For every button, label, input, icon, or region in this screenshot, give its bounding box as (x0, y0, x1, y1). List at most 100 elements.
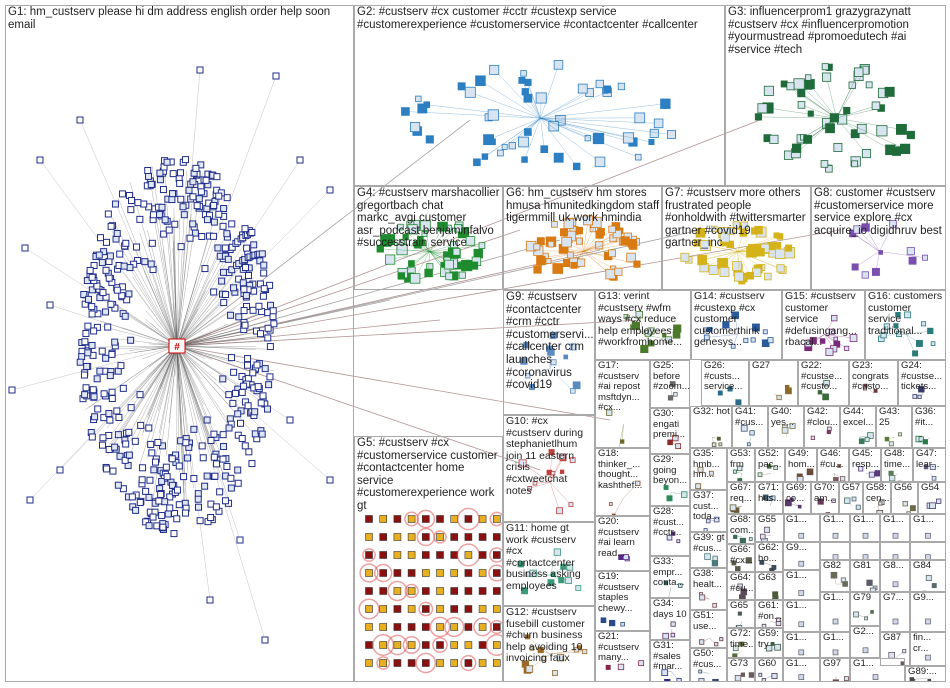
vertex-node[interactable] (203, 216, 211, 224)
vertex-node[interactable] (623, 314, 629, 319)
vertex-node[interactable] (756, 248, 765, 257)
vertex-node[interactable] (855, 504, 861, 510)
vertex-node[interactable] (422, 569, 430, 577)
vertex-node[interactable] (520, 70, 527, 77)
vertex-node[interactable] (464, 623, 473, 631)
vertex-node[interactable] (393, 533, 402, 541)
vertex-node[interactable] (902, 649, 907, 654)
vertex-node[interactable] (633, 260, 641, 268)
vertex-node[interactable] (93, 323, 101, 331)
vertex-node[interactable] (821, 72, 832, 82)
vertex-node[interactable] (96, 234, 104, 242)
vertex-node[interactable] (737, 583, 743, 590)
vertex-node[interactable] (478, 533, 487, 541)
vertex-node[interactable] (550, 470, 556, 476)
vertex-node[interactable] (809, 337, 817, 345)
vertex-node[interactable] (255, 302, 263, 310)
vertex-node[interactable] (864, 436, 870, 442)
vertex-node[interactable] (464, 551, 473, 559)
vertex-node[interactable] (91, 413, 99, 421)
vertex-node[interactable] (213, 460, 221, 468)
vertex-node[interactable] (228, 243, 236, 251)
vertex-node[interactable] (770, 495, 776, 501)
vertex-node[interactable] (168, 455, 176, 463)
vertex-node[interactable] (867, 432, 874, 439)
vertex-node[interactable] (844, 497, 851, 504)
vertex-node[interactable] (763, 85, 774, 96)
vertex-node[interactable] (837, 464, 842, 468)
vertex-node[interactable] (82, 329, 90, 337)
vertex-node[interactable] (583, 215, 593, 226)
vertex-node[interactable] (108, 350, 116, 358)
vertex-node[interactable] (608, 225, 616, 234)
vertex-node[interactable] (185, 186, 193, 194)
vertex-node[interactable] (220, 205, 228, 213)
vertex-node[interactable] (487, 109, 499, 121)
vertex-node[interactable] (517, 560, 524, 568)
vertex-node[interactable] (240, 285, 248, 293)
vertex-node[interactable] (106, 252, 114, 260)
vertex-node[interactable] (244, 272, 252, 280)
vertex-node[interactable] (521, 587, 529, 595)
vertex-node[interactable] (215, 192, 223, 200)
vertex-node[interactable] (407, 587, 416, 595)
vertex-node[interactable] (138, 476, 146, 484)
vertex-node[interactable] (888, 475, 896, 481)
vertex-node[interactable] (666, 130, 676, 139)
vertex-node[interactable] (123, 296, 131, 304)
vertex-node[interactable] (620, 236, 630, 246)
vertex-node[interactable] (436, 569, 444, 577)
vertex-node[interactable] (614, 267, 623, 276)
vertex-node[interactable] (671, 531, 676, 536)
vertex-node[interactable] (759, 533, 766, 540)
vertex-node[interactable] (260, 285, 268, 293)
vertex-node[interactable] (600, 617, 607, 624)
vertex-node[interactable] (849, 334, 858, 342)
vertex-node[interactable] (219, 222, 227, 230)
vertex-node[interactable] (731, 560, 737, 566)
vertex-node[interactable] (832, 554, 839, 560)
vertex-node[interactable] (165, 226, 173, 234)
vertex-node[interactable] (825, 165, 833, 173)
vertex-node[interactable] (833, 336, 839, 342)
vertex-node[interactable] (922, 439, 928, 445)
vertex-node[interactable] (481, 153, 489, 160)
vertex-node[interactable] (732, 261, 742, 271)
vertex-node[interactable] (145, 424, 153, 432)
vertex-node[interactable] (210, 453, 218, 461)
vertex-node[interactable] (832, 532, 839, 539)
vertex-node[interactable] (560, 563, 567, 570)
group-cell-minor[interactable] (850, 542, 880, 560)
vertex-node[interactable] (695, 483, 702, 489)
vertex-node[interactable] (592, 132, 605, 145)
vertex-node[interactable] (189, 193, 197, 201)
vertex-node[interactable] (727, 227, 735, 235)
vertex-node[interactable] (862, 532, 869, 539)
vertex-node[interactable] (127, 336, 135, 344)
vertex-node[interactable] (895, 312, 901, 318)
group-cell-minor[interactable]: G9... (783, 542, 820, 570)
vertex-node[interactable] (177, 243, 185, 251)
vertex-node[interactable] (417, 103, 428, 114)
vertex-node[interactable] (909, 677, 915, 682)
vertex-node[interactable] (115, 413, 123, 421)
vertex-node[interactable] (749, 430, 755, 436)
vertex-node[interactable] (127, 206, 135, 214)
vertex-node[interactable] (921, 321, 927, 327)
vertex-node[interactable] (96, 367, 104, 375)
vertex-node[interactable] (207, 514, 215, 522)
vertex-node[interactable] (880, 332, 887, 339)
vertex-node[interactable] (609, 619, 616, 627)
vertex-node[interactable] (493, 623, 501, 631)
vertex-node[interactable] (529, 569, 537, 578)
vertex-node[interactable] (86, 266, 94, 274)
vertex-node[interactable] (260, 261, 268, 269)
vertex-node[interactable] (408, 260, 415, 267)
vertex-node[interactable] (254, 383, 262, 391)
vertex-node[interactable] (56, 466, 64, 474)
vertex-node[interactable] (8, 386, 16, 394)
vertex-node[interactable] (224, 255, 232, 263)
vertex-node[interactable] (797, 89, 806, 98)
vertex-node[interactable] (445, 272, 453, 281)
vertex-node[interactable] (119, 384, 127, 392)
